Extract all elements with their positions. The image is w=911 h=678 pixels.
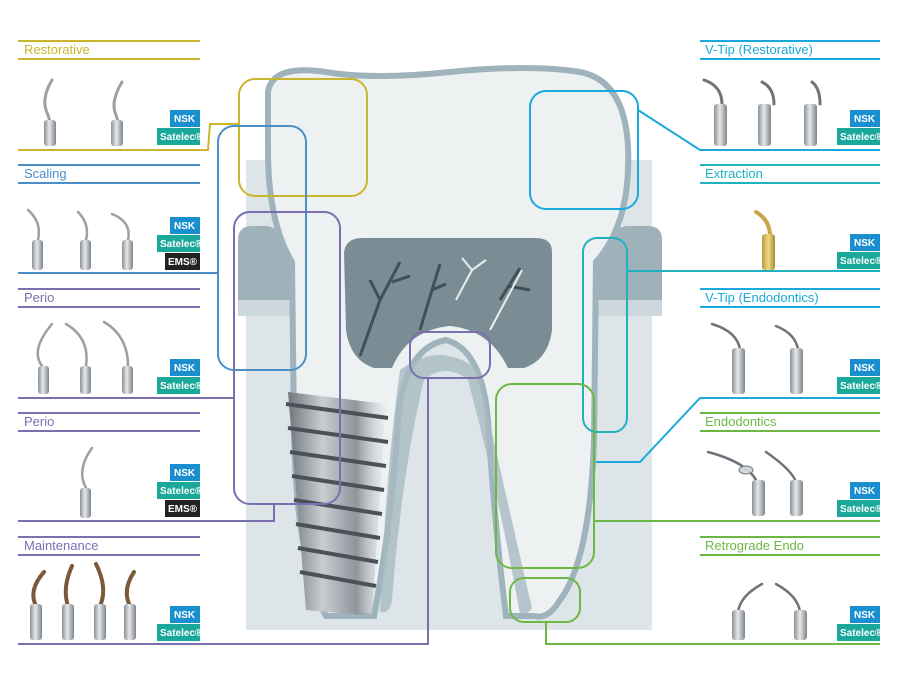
callout-box-scaling <box>217 125 307 371</box>
svg-text:Satelec®: Satelec® <box>840 628 883 639</box>
svg-text:NSK: NSK <box>174 610 196 621</box>
panel-v-tip-endodontics: V-Tip (Endodontics) NSK Satelec® <box>700 288 883 394</box>
callout-box-v-tip-restorative <box>529 90 639 210</box>
category-label-perio-1: Perio <box>24 290 54 305</box>
badge-satelec-v-tip-endodontics <box>837 377 880 394</box>
svg-text:Satelec®: Satelec® <box>160 239 203 250</box>
panel-scaling: Scaling NSK Satelec® EMS® <box>18 164 203 270</box>
badge-satelec-maintenance <box>157 624 200 641</box>
svg-text:NSK: NSK <box>854 114 876 125</box>
svg-text:NSK: NSK <box>854 486 876 497</box>
svg-text:NSK: NSK <box>174 114 196 125</box>
badge-nsk-retrograde-endo <box>850 606 880 623</box>
connector-perio-2 <box>18 504 275 522</box>
svg-text:Satelec®: Satelec® <box>160 132 203 143</box>
badge-ems-scaling <box>165 253 200 270</box>
svg-text:NSK: NSK <box>174 221 196 232</box>
badge-nsk-extraction <box>850 234 880 251</box>
nerve-branches-light <box>455 257 523 331</box>
svg-text:NSK: NSK <box>174 468 196 479</box>
dental-implant <box>285 392 389 616</box>
badge-satelec-extraction <box>837 252 880 269</box>
svg-text:Satelec®: Satelec® <box>160 628 203 639</box>
badge-nsk-perio-2 <box>170 464 200 481</box>
svg-text:NSK: NSK <box>854 610 876 621</box>
callout-box-restorative <box>238 78 368 197</box>
panel-v-tip-restorative: V-Tip (Restorative) NSK Satelec® <box>700 40 883 146</box>
tip-icons-retrograde-endo <box>732 582 807 640</box>
badge-nsk-perio-1 <box>170 359 200 376</box>
badge-nsk-endodontics <box>850 482 880 499</box>
connector-retrograde-endo <box>545 622 880 645</box>
svg-text:NSK: NSK <box>174 363 196 374</box>
tip-icons-v-tip-endodontics <box>710 322 803 394</box>
category-label-retrograde-endo: Retrograde Endo <box>705 538 804 553</box>
connector-restorative <box>200 123 239 151</box>
callout-box-perio <box>233 211 341 505</box>
category-label-v-tip-endodontics: V-Tip (Endodontics) <box>705 290 819 305</box>
tip-icons-perio-1 <box>36 320 133 394</box>
category-label-endodontics: Endodontics <box>705 414 777 429</box>
badge-satelec-retrograde-endo <box>837 624 880 641</box>
badge-nsk-maintenance <box>170 606 200 623</box>
badge-nsk-v-tip-endodontics <box>850 359 880 376</box>
tip-icons-maintenance <box>30 562 136 640</box>
category-label-extraction: Extraction <box>705 166 763 181</box>
category-label-v-tip-restorative: V-Tip (Restorative) <box>705 42 813 57</box>
panel-perio-1: Perio NSK Satelec® <box>18 288 203 394</box>
badge-satelec-restorative <box>157 128 200 145</box>
badge-nsk-scaling <box>170 217 200 234</box>
badge-ems-perio-2 <box>165 500 200 517</box>
svg-text:NSK: NSK <box>854 363 876 374</box>
tooth-illustration <box>238 65 662 630</box>
panel-retrograde-endo: Retrograde Endo NSK Satelec® <box>700 536 883 641</box>
tip-icons-scaling <box>26 208 133 270</box>
category-label-scaling: Scaling <box>24 166 67 181</box>
badge-satelec-scaling <box>157 235 200 252</box>
root-canal <box>380 355 532 614</box>
svg-text:Satelec®: Satelec® <box>840 504 883 515</box>
nerve-branches <box>358 261 531 357</box>
connector-maintenance <box>18 378 429 645</box>
svg-text:Satelec®: Satelec® <box>840 381 883 392</box>
svg-text:NSK: NSK <box>854 238 876 249</box>
panel-restorative: Restorative NSK Satelec® <box>18 40 203 151</box>
badge-satelec-endodontics <box>837 500 880 517</box>
badge-nsk-restorative <box>170 110 200 127</box>
tip-icons-extraction <box>754 210 775 270</box>
svg-text:Satelec®: Satelec® <box>160 381 203 392</box>
callouts <box>18 78 880 645</box>
tip-icons-endodontics <box>706 450 803 516</box>
svg-text:Satelec®: Satelec® <box>160 486 203 497</box>
callout-box-extraction <box>582 237 628 433</box>
connector-v-tip-restorative <box>637 109 880 151</box>
tip-icons-restorative <box>43 78 124 146</box>
category-label-restorative: Restorative <box>24 42 90 57</box>
category-label-perio-2: Perio <box>24 414 54 429</box>
tip-icons-perio-2 <box>80 446 94 518</box>
svg-text:Satelec®: Satelec® <box>840 256 883 267</box>
svg-text:EMS®: EMS® <box>168 257 198 268</box>
badge-satelec-perio-1 <box>157 377 200 394</box>
panel-maintenance: Maintenance NSK Satelec® <box>18 536 203 641</box>
badge-nsk-v-tip-restorative <box>850 110 880 127</box>
panel-perio-2: Perio NSK Satelec® EMS® <box>18 412 203 518</box>
tip-icons-v-tip-restorative <box>702 78 822 146</box>
panel-extraction: Extraction NSK Satelec® <box>700 164 883 270</box>
svg-text:EMS®: EMS® <box>168 504 198 515</box>
panel-endodontics: Endodontics NSK Satelec® <box>700 412 883 517</box>
badge-satelec-perio-2 <box>157 482 200 499</box>
category-label-maintenance: Maintenance <box>24 538 98 553</box>
svg-text:Satelec®: Satelec® <box>840 132 883 143</box>
callout-box-endodontics <box>495 383 595 569</box>
connector-v-tip-endodontics <box>596 397 880 463</box>
callout-box-maintenance <box>409 331 491 379</box>
badge-satelec-v-tip-restorative <box>837 128 880 145</box>
